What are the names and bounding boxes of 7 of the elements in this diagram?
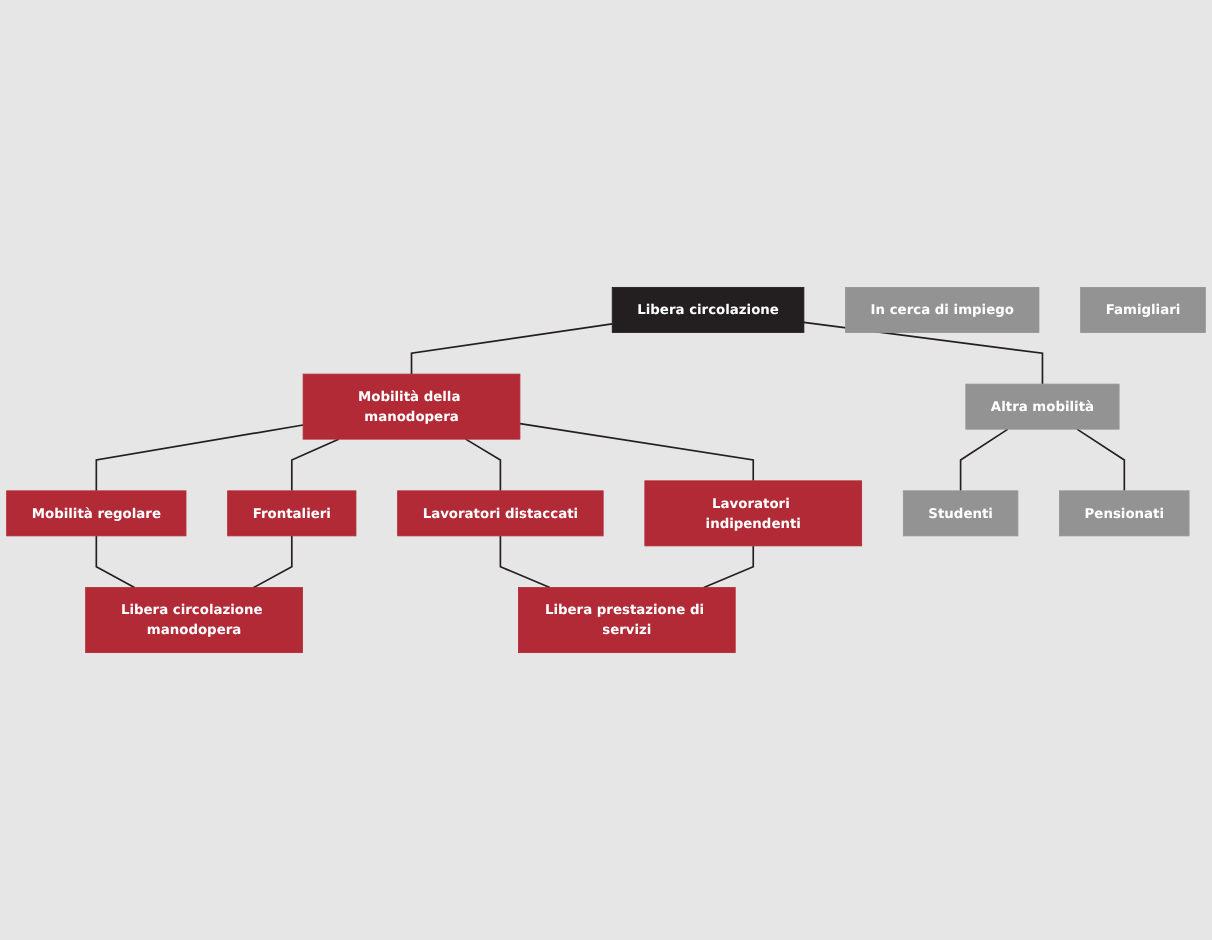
connector [95, 424, 304, 492]
connector [703, 545, 755, 589]
connector [1076, 428, 1126, 492]
connector [410, 323, 614, 375]
connector [499, 535, 551, 589]
connector [959, 428, 1009, 492]
connector [519, 422, 755, 482]
